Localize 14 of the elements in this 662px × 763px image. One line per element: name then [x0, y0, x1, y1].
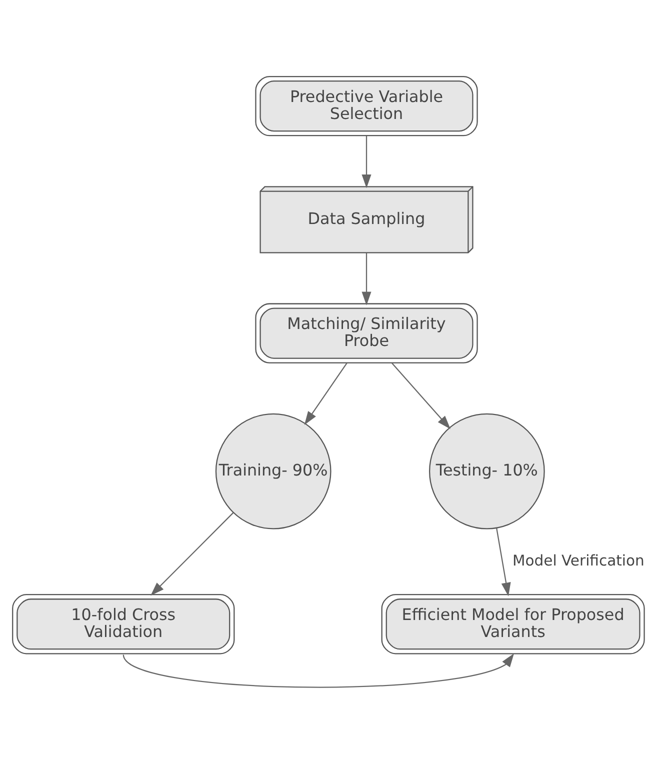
edge-label: Model Verification — [512, 552, 644, 569]
node-box: Efficient Model for Proposed Variants — [381, 594, 645, 654]
arrow — [150, 512, 234, 596]
arrow — [496, 527, 511, 596]
arrow — [362, 252, 372, 305]
arrow — [304, 362, 348, 425]
arrow — [122, 652, 514, 688]
node-box: Matching/ Similarity Probe — [255, 302, 478, 363]
arrow — [391, 362, 450, 429]
arrow — [362, 135, 372, 188]
node-box: 10-fold Cross Validation — [12, 594, 235, 654]
node-circle: Training- 90% — [215, 412, 332, 529]
node-circle: Testing- 10% — [428, 412, 545, 529]
node-box: Predective Variable Selection — [255, 75, 478, 136]
